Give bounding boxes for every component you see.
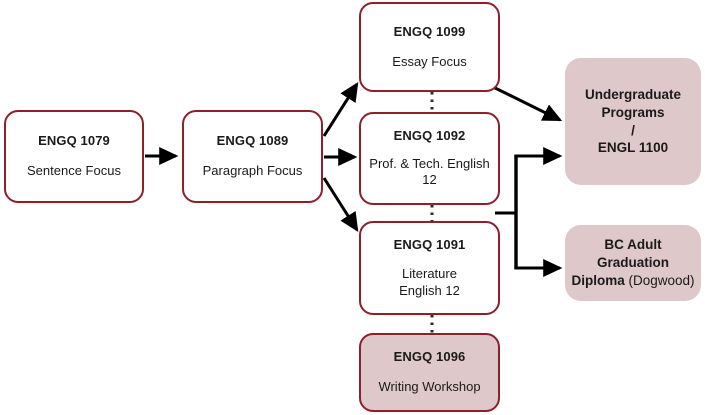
node-description: Sentence Focus bbox=[27, 163, 121, 178]
node-code: ENGQ 1092 bbox=[393, 128, 466, 144]
outcome-line-2: Programs bbox=[601, 104, 665, 120]
node-engq-1099[interactable]: ENGQ 1099 Essay Focus bbox=[359, 2, 500, 92]
outcome-text: Undergraduate Programs / ENGL 1100 bbox=[585, 86, 681, 157]
node-description-line-2: English 12 bbox=[399, 282, 460, 298]
arrow-1089-to-1099 bbox=[322, 81, 359, 137]
outcome-bold-text: BC Adult Graduation Diploma bbox=[571, 237, 669, 288]
arrow-1089-to-1091 bbox=[322, 177, 359, 233]
node-description: Paragraph Focus bbox=[202, 163, 303, 178]
outcome-dogwood-diploma[interactable]: BC Adult Graduation Diploma (Dogwood) bbox=[565, 225, 701, 301]
outcome-text: BC Adult Graduation Diploma (Dogwood) bbox=[570, 236, 696, 289]
outcome-line-1: Undergraduate bbox=[584, 86, 682, 102]
node-description: Prof. & Tech. English 12 bbox=[369, 155, 490, 188]
node-engq-1079[interactable]: ENGQ 1079 Sentence Focus bbox=[4, 110, 144, 203]
node-code: ENGQ 1079 bbox=[38, 133, 110, 149]
outcome-undergraduate-programs[interactable]: Undergraduate Programs / ENGL 1100 bbox=[565, 58, 701, 185]
node-engq-1092[interactable]: ENGQ 1092 Prof. & Tech. English 12 bbox=[359, 112, 500, 205]
node-code: ENGQ 1099 bbox=[393, 23, 466, 39]
node-description-line-1: Literature bbox=[402, 266, 457, 282]
node-code: ENGQ 1091 bbox=[393, 236, 466, 252]
node-engq-1089[interactable]: ENGQ 1089 Paragraph Focus bbox=[182, 110, 323, 203]
node-engq-1096[interactable]: ENGQ 1096 Writing Workshop bbox=[359, 333, 500, 412]
node-description: Essay Focus bbox=[392, 53, 467, 69]
node-description: Writing Workshop bbox=[378, 379, 481, 394]
node-description: Literature English 12 bbox=[399, 266, 460, 299]
arrow-1099-to-undergraduate bbox=[486, 82, 563, 122]
node-code: ENGQ 1096 bbox=[393, 349, 466, 365]
outcome-regular-text: (Dogwood) bbox=[628, 272, 695, 288]
node-code: ENGQ 1089 bbox=[216, 133, 289, 149]
outcome-line-3: / bbox=[631, 122, 635, 138]
outcome-line-4: ENGL 1100 bbox=[597, 140, 669, 156]
node-engq-1091[interactable]: ENGQ 1091 Literature English 12 bbox=[359, 221, 500, 315]
